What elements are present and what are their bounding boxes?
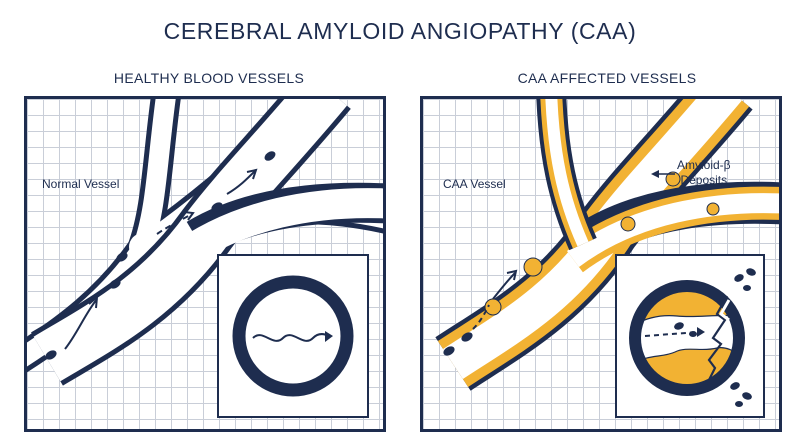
blood-cell-icon: [45, 350, 57, 360]
flow-arrow-icon: [64, 298, 98, 350]
rupture-crack-icon: [706, 295, 728, 385]
healthy-vessel-panel: Normal Vessel: [24, 96, 386, 432]
flow-arrows: [64, 168, 258, 350]
right-branch-lumen: [168, 188, 383, 272]
right-branch-lumen: [567, 193, 779, 268]
caa-vessel-label: CAA Vessel: [443, 177, 506, 191]
blood-cell-icon: [461, 332, 473, 342]
flow-arrows: [472, 269, 518, 330]
blood-cell-icon: [116, 252, 128, 262]
blood-cell-icon: [264, 151, 276, 161]
blood-cell-icon: [674, 322, 684, 330]
blood-cell-icon: [734, 274, 744, 282]
blood-cell-icon: [743, 285, 751, 291]
caa-vessel-ring: [629, 280, 745, 396]
blood-cell-icon: [746, 268, 756, 276]
flow-arrow-icon: [252, 333, 330, 342]
healthy-cross-section-inset: [217, 254, 369, 418]
flow-arrow-icon: [226, 170, 256, 195]
amyloid-deposits-label: Amyloid-β Deposits: [677, 158, 731, 188]
flow-arrow-icon: [644, 331, 700, 337]
caa-vessel-panel: CAA Vessel Amyloid-β Deposits: [420, 96, 782, 432]
healthy-heading: HEALTHY BLOOD VESSELS: [113, 70, 305, 86]
flow-arrow-icon: [156, 213, 193, 235]
leaking-blood-cells: [674, 268, 756, 407]
blood-cell-icon: [211, 202, 223, 212]
blood-cells: [443, 332, 473, 356]
caa-heading: CAA AFFECTED VESSELS: [517, 70, 697, 86]
amyloid-label-line2: Deposits: [680, 173, 728, 187]
blood-cell-icon: [443, 346, 455, 356]
caa-vessel-illustration: [435, 99, 779, 391]
blood-cell-icon: [742, 392, 752, 400]
page-title: CEREBRAL AMYLOID ANGIOPATHY (CAA): [163, 18, 637, 44]
upper-branch-lumen: [545, 99, 589, 247]
blood-cell-icon: [735, 401, 743, 407]
amyloid-label-line1: Amyloid-β: [677, 158, 731, 172]
blood-cell-icon: [109, 279, 121, 289]
normal-vessel-label: Normal Vessel: [42, 177, 120, 191]
flow-arrow-icon: [492, 272, 516, 300]
blood-cell-icon: [730, 382, 740, 390]
caa-cross-section-inset: [615, 254, 765, 418]
vessel-cross-section-icon: [232, 275, 354, 397]
vessel-cross-section-icon: [629, 268, 756, 407]
amyloid-deposits: [484, 171, 720, 316]
blood-cells: [45, 151, 276, 360]
healthy-vessel-illustration: [27, 99, 383, 386]
flow-arrow-icon: [472, 304, 490, 330]
